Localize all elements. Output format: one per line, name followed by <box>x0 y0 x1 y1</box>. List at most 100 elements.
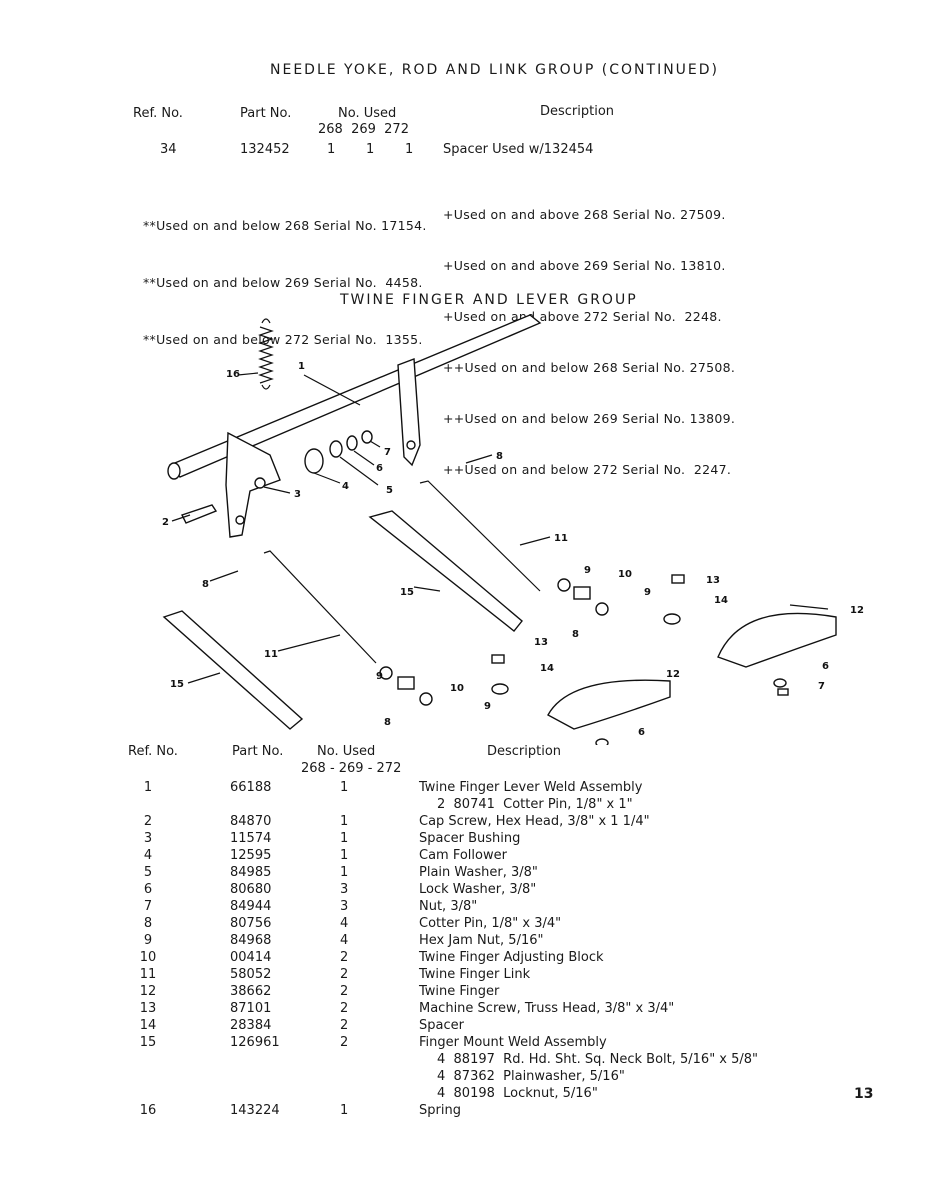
row-description: Twine Finger Lever Weld Assembly <box>419 780 643 795</box>
callout-2: 2 <box>162 517 169 528</box>
callout-6: 6 <box>376 463 383 474</box>
header-description: Description <box>487 744 562 759</box>
header-no-used: No. Used <box>317 744 376 759</box>
exploded-parts-diagram: 16 1 2 3 4 5 6 7 8 8 11 11 15 15 9 10 9 … <box>162 314 864 745</box>
row-part: 132452 <box>240 142 290 157</box>
row-ref: 15 <box>139 1035 157 1050</box>
row-ref: 34 <box>160 142 177 157</box>
header-used-models: 268 269 272 <box>318 122 409 137</box>
callout-10: 10 <box>618 569 632 580</box>
row-description: Spacer <box>419 1018 464 1033</box>
row-sub-description: 4 88197 Rd. Hd. Sht. Sq. Neck Bolt, 5/16… <box>437 1052 759 1067</box>
row-description: Lock Washer, 3/8" <box>419 882 537 897</box>
screw-and-spacer-illustration <box>491 574 789 745</box>
row-used-269: 1 <box>366 142 375 157</box>
row-qty: 4 <box>340 916 349 931</box>
row-part: 66188 <box>230 780 272 795</box>
note-left: **Used on and below 268 Serial No. 17154… <box>143 218 427 233</box>
finger-mount-illustration <box>368 510 523 632</box>
callout-6: 6 <box>638 727 645 738</box>
row-ref: 14 <box>139 1018 157 1033</box>
row-part: 58052 <box>230 967 272 982</box>
row-sub-description: 2 80741 Cotter Pin, 1/8" x 1" <box>437 797 633 812</box>
header-part-no: Part No. <box>240 106 292 121</box>
row-description: Cap Screw, Hex Head, 3/8" x 1 1/4" <box>419 814 650 829</box>
row-part: 80756 <box>230 916 272 931</box>
serial-notes-right: +Used on and above 268 Serial No. 27509.… <box>443 172 735 495</box>
note-right: +Used on and above 269 Serial No. 13810. <box>443 258 726 273</box>
row-ref: 16 <box>139 1103 157 1118</box>
row-description: Twine Finger Adjusting Block <box>419 950 604 965</box>
row-qty: 2 <box>340 1018 349 1033</box>
adjusting-block-illustration <box>379 578 609 706</box>
twine-finger-illustration <box>717 612 837 668</box>
callout-12: 12 <box>666 669 680 680</box>
callout-3: 3 <box>294 489 301 500</box>
row-qty: 3 <box>340 882 349 897</box>
page-number: 13 <box>854 1086 874 1102</box>
row-part: 84968 <box>230 933 272 948</box>
row-description: Machine Screw, Truss Head, 3/8" x 3/4" <box>419 1001 675 1016</box>
callout-12: 12 <box>850 605 864 616</box>
row-ref: 8 <box>143 916 153 931</box>
callout-9: 9 <box>484 701 491 712</box>
header-ref-no: Ref. No. <box>133 106 183 121</box>
header-part-no: Part No. <box>232 744 284 759</box>
cap-screw-illustration <box>181 504 218 524</box>
callout-14: 14 <box>714 595 728 606</box>
note-right: ++Used on and below 269 Serial No. 13809… <box>443 411 736 426</box>
row-part: 00414 <box>230 950 272 965</box>
row-ref: 1 <box>143 780 153 795</box>
row-qty: 1 <box>340 814 349 829</box>
row-ref: 4 <box>143 848 153 863</box>
callout-9: 9 <box>644 587 651 598</box>
callout-6: 6 <box>822 661 829 672</box>
row-part: 28384 <box>230 1018 272 1033</box>
row-part: 143224 <box>230 1103 280 1118</box>
header-ref-no: Ref. No. <box>128 744 178 759</box>
row-ref: 6 <box>143 882 153 897</box>
header-used-models: 268 - 269 - 272 <box>301 761 402 776</box>
row-sub-description: 4 87362 Plainwasher, 5/16" <box>437 1069 625 1084</box>
row-used-272: 1 <box>405 142 414 157</box>
row-description: Cam Follower <box>419 848 507 863</box>
callout-13: 13 <box>706 575 720 586</box>
callout-10: 10 <box>450 683 464 694</box>
callout-11: 11 <box>554 533 568 544</box>
spring-illustration <box>258 318 274 390</box>
note-left: **Used on and below 269 Serial No. 4458. <box>143 275 423 290</box>
note-right: ++Used on and below 268 Serial No. 27508… <box>443 360 736 375</box>
row-sub-description: 4 80198 Locknut, 5/16" <box>437 1086 598 1101</box>
callout-8: 8 <box>384 717 391 728</box>
callout-7: 7 <box>818 681 825 692</box>
row-part: 80680 <box>230 882 272 897</box>
header-description: Description <box>540 104 615 119</box>
callout-9: 9 <box>584 565 591 576</box>
row-description: Twine Finger <box>419 984 500 999</box>
row-qty: 1 <box>340 1103 349 1118</box>
callout-leaders <box>171 372 829 684</box>
row-ref: 5 <box>143 865 153 880</box>
row-description: Hex Jam Nut, 5/16" <box>419 933 544 948</box>
row-ref: 3 <box>143 831 153 846</box>
row-ref: 7 <box>143 899 153 914</box>
callout-8: 8 <box>202 579 209 590</box>
row-part: 38662 <box>230 984 272 999</box>
callout-15: 15 <box>400 587 414 598</box>
row-qty: 2 <box>340 1035 349 1050</box>
row-qty: 2 <box>340 984 349 999</box>
callout-15: 15 <box>170 679 184 690</box>
row-qty: 1 <box>340 831 349 846</box>
row-ref: 11 <box>139 967 157 982</box>
row-used-268: 1 <box>327 142 336 157</box>
twine-finger-illustration <box>547 679 671 730</box>
callout-8: 8 <box>496 451 503 462</box>
callout-16: 16 <box>226 369 240 380</box>
row-part: 12595 <box>230 848 272 863</box>
callout-1: 1 <box>298 361 305 372</box>
row-part: 84944 <box>230 899 272 914</box>
finger-mount-illustration <box>162 610 304 730</box>
row-qty: 1 <box>340 780 349 795</box>
section-title-needle-yoke: NEEDLE YOKE, ROD AND LINK GROUP (CONTINU… <box>270 62 720 78</box>
callout-13: 13 <box>534 637 548 648</box>
